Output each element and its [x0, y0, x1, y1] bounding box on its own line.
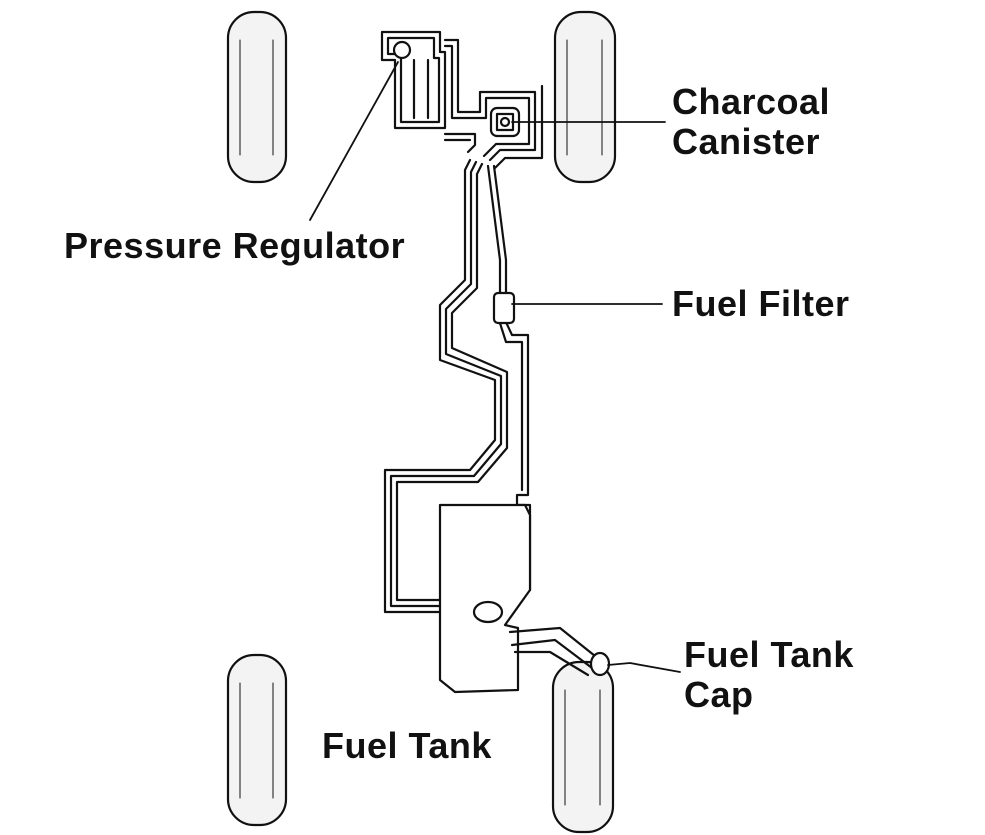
fuel-tank-label: Fuel Tank	[322, 725, 492, 766]
fuel-tank-filler	[508, 626, 611, 677]
charcoal-canister-label-line1: Charcoal	[672, 81, 831, 122]
pressure-regulator-label: Pressure Regulator	[64, 225, 406, 266]
leader-lines	[309, 61, 681, 673]
charcoal-canister-label-line2: Canister	[672, 121, 821, 162]
fuel-tank	[438, 503, 532, 694]
fuel-filter	[492, 291, 516, 325]
charcoal-canister-label: Charcoal Canister	[672, 82, 830, 162]
charcoal-canister	[489, 106, 521, 138]
fuel-tank-cap-leader	[607, 662, 681, 673]
rear-right-wheel	[551, 660, 615, 834]
pressure-regulator-leader	[309, 61, 399, 221]
fuel-tank-cap-label-line1: Fuel Tank	[684, 634, 854, 675]
front-left-wheel	[226, 10, 288, 184]
fuel-tank-cap-label: Fuel Tank Cap	[684, 635, 854, 715]
pressure-regulator	[380, 30, 447, 130]
front-right-wheel	[553, 10, 617, 184]
rear-left-wheel	[226, 653, 288, 827]
fuel-filter-label: Fuel Filter	[672, 283, 850, 324]
fuel-tank-cap-label-line2: Cap	[684, 674, 754, 715]
fuel-lines-front	[443, 38, 544, 170]
fuel-lines-main	[383, 158, 532, 622]
